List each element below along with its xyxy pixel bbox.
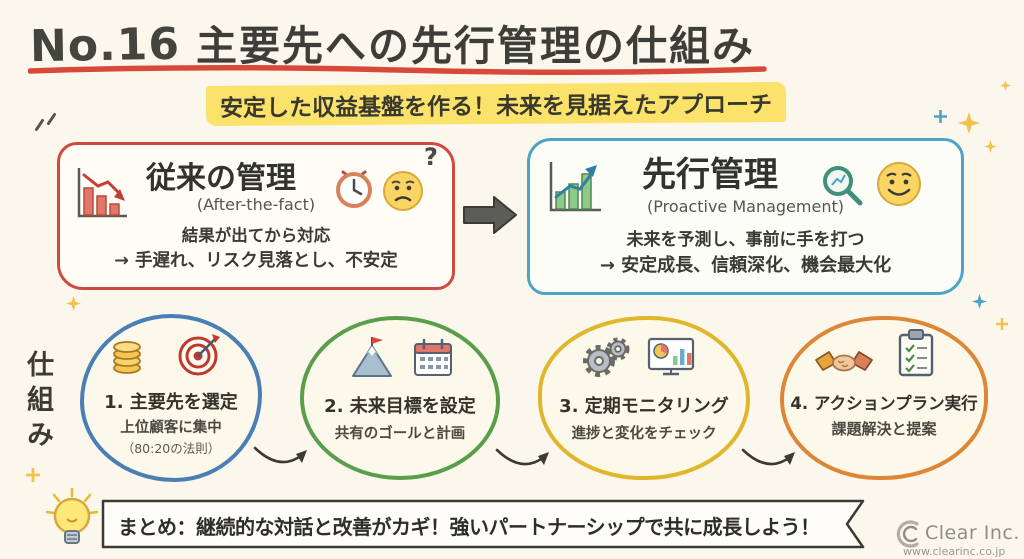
traditional-management-box: 従来の管理 ? (After-the-fact) 結果が出てから対応 → 手遅れ… (57, 142, 455, 290)
proactive-management-box: 先行管理 (Proactive Management) 未来を予測し、事前に手を… (527, 138, 964, 295)
step-1-note: （80:20の法則） (121, 441, 221, 456)
step-circle-1: 1. 主要先を選定 上位顧客に集中 （80:20の法則） (80, 314, 262, 482)
flow-arrow-icon (253, 446, 307, 464)
step-3-desc: 進捗と変化をチェック (571, 426, 717, 442)
big-right-arrow-icon (463, 196, 517, 234)
sparkle-icon (958, 112, 980, 134)
alarm-clock-icon (336, 170, 372, 208)
footer-url: www.clearinc.co.jp (903, 545, 1006, 558)
proactive-title: 先行管理 (642, 155, 778, 195)
page-subtitle: 安定した収益基盤を作る！未来を見据えたアプローチ (205, 81, 787, 127)
proactive-line2: → 安定成長、信頼深化、機会最大化 (599, 255, 892, 276)
step-4-title: 4. アクションプラン実行 (790, 394, 978, 413)
sparkle-icon (66, 296, 81, 311)
step-2-title: 2. 未来目標を設定 (324, 396, 476, 417)
worried-face-icon (383, 171, 423, 211)
sparkle-icon (1000, 80, 1011, 91)
sparkle-icon (934, 110, 947, 123)
lightbulb-icon (45, 487, 99, 544)
mountain-flag-icon (352, 337, 392, 377)
step-1-desc: 上位顧客に集中 (120, 420, 222, 436)
confident-face-icon (877, 162, 921, 206)
flow-arrow-icon (741, 448, 795, 466)
dashboard-icon (647, 337, 695, 376)
proactive-line1: 未来を予測し、事前に手を打つ (626, 230, 865, 250)
sparkle-icon (984, 140, 997, 153)
traditional-line1: 結果が出てから対応 (181, 226, 331, 245)
step-1-title: 1. 主要先を選定 (104, 392, 238, 413)
sketch-mark (46, 112, 57, 126)
flow-arrow-icon (495, 448, 549, 466)
gears-icon (583, 337, 630, 377)
step-circle-4: 4. アクションプラン実行 課題解決と提案 (780, 316, 988, 480)
traditional-title: 従来の管理 (146, 161, 296, 196)
coins-icon (113, 341, 141, 374)
target-icon (178, 334, 220, 376)
step-4-desc: 課題解決と提案 (831, 420, 937, 438)
sketch-mark (34, 118, 45, 132)
declining-chart-icon (77, 168, 127, 218)
sparkle-icon (996, 318, 1008, 330)
question-mark: ? (424, 143, 438, 171)
proactive-subtitle: (Proactive Management) (647, 197, 844, 216)
sparkle-icon (26, 468, 40, 482)
clipboard-icon (898, 329, 934, 377)
magnifier-icon (823, 166, 863, 206)
step-circle-2: 2. 未来目標を設定 共有のゴールと計画 (300, 316, 500, 480)
step-3-title: 3. 定期モニタリング (559, 396, 729, 417)
step-circle-3: 3. 定期モニタリング 進捗と変化をチェック (538, 316, 750, 480)
sparkle-icon (972, 294, 987, 309)
side-label: 仕組み (22, 350, 53, 455)
traditional-subtitle: (After-the-fact) (196, 195, 316, 214)
traditional-line2: → 手遅れ、リスク見落とし、不安定 (114, 251, 398, 271)
title-underline (28, 64, 767, 76)
handshake-icon (815, 351, 873, 372)
summary-ribbon (101, 499, 865, 549)
step-2-desc: 共有のゴールと計画 (334, 426, 466, 442)
rising-chart-icon (549, 162, 601, 212)
calendar-icon (414, 338, 452, 376)
page-title: 主要先への先行管理の仕組み (196, 22, 755, 70)
clear-logo-icon (896, 520, 919, 548)
summary-text: まとめ：継続的な対話と改善がカギ！強いパートナーシップで共に成長しよう！ (118, 515, 820, 539)
header: No.16 主要先への先行管理の仕組み (30, 12, 755, 73)
footer-company: Clear Inc. (925, 522, 1020, 544)
